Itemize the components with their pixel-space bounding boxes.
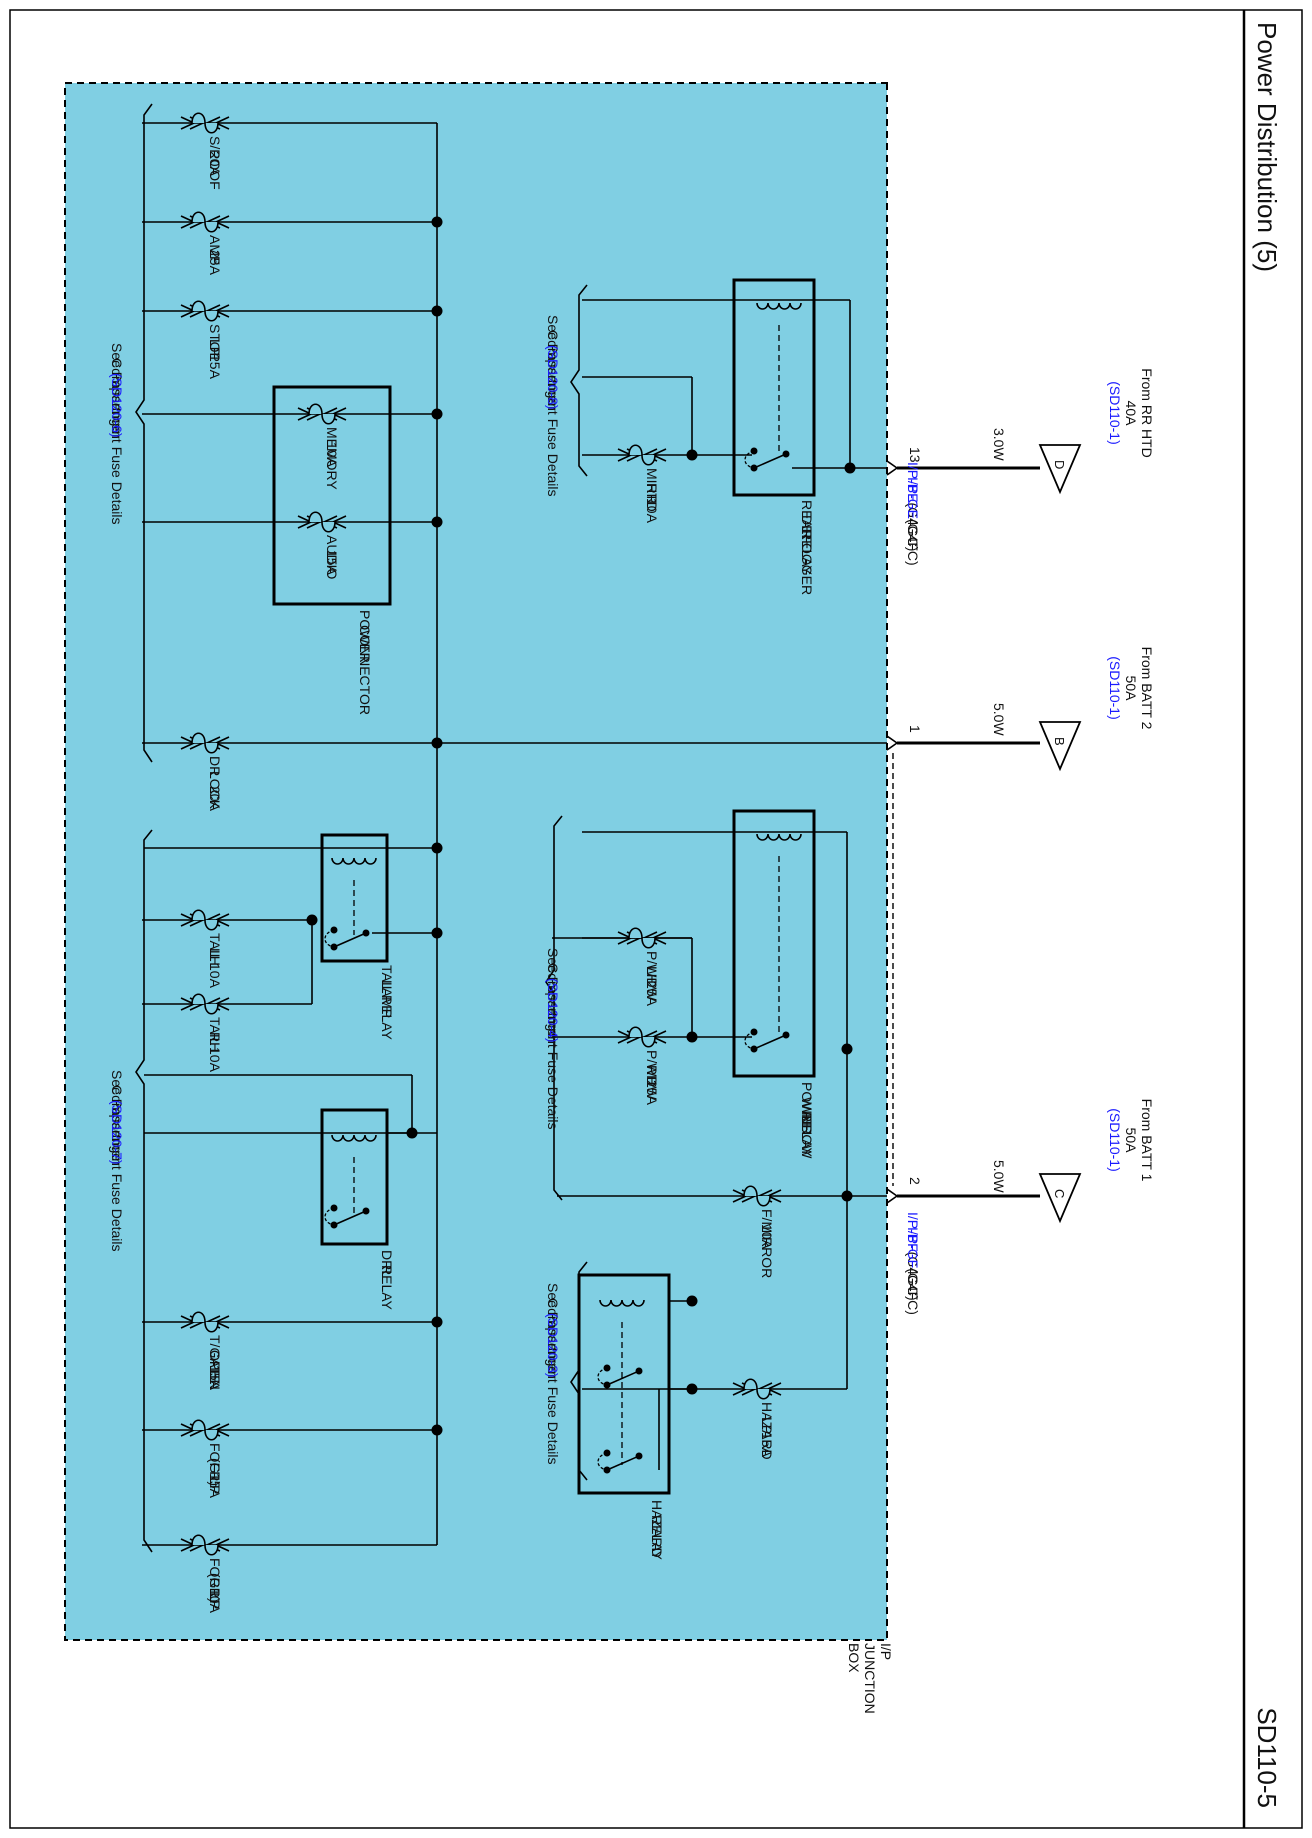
connector-ip-ge: I/P-GE(G4FC) [905,477,921,566]
fuse-tgate-open: T/GATEOPEN15A [142,1311,437,1391]
bracket-sd120-3: See PassengerCompartment Fuse Details(SD… [545,1261,588,1481]
svg-text:D: D [1052,460,1067,469]
svg-text:5.0W: 5.0W [991,703,1007,736]
svg-text:STOPLP15A: STOPLP15A [207,324,223,380]
source-b-batt2: B From BATT 2 50A (SD110-1) 5.0W 1 [897,647,1155,772]
bracket-sd120-4: See PassengerCompartment Fuse Details(SD… [545,815,563,1201]
svg-text:From BATT 1: From BATT 1 [1139,1099,1155,1182]
tail-lamp-relay: TAILLAMPRELAY [144,833,437,1041]
svg-text:HAZARDLP15A: HAZARDLP15A [759,1402,775,1460]
svg-text:See PassengerCompartment Fuse: See PassengerCompartment Fuse Details(SD… [545,1283,561,1465]
connector-ip-be: I/P-BE(G4GC) [905,462,921,551]
svg-text:13: 13 [907,447,923,463]
svg-text:(SD110-1): (SD110-1) [1107,381,1123,445]
fuse-memory: MEMORY10A [142,403,437,490]
fuse-dr-lock: DRLOCK20A [142,732,437,812]
svg-text:TAILLAMPRELAY: TAILLAMPRELAY [379,965,395,1041]
page-code: SD110-5 [1252,1707,1282,1808]
svg-text:From RR HTD: From RR HTD [1139,368,1155,457]
svg-text:P/WDWLH25A: P/WDWLH25A [644,951,660,1007]
fuse-stop-lp: STOPLP15A [142,300,437,380]
svg-text:40A: 40A [1123,401,1139,427]
bracket-sd120-7: See PassengerCompartment Fuse Details(SD… [109,829,153,1553]
svg-text:TAILRH10A: TAILRH10A [207,1017,223,1073]
svg-text:C: C [1052,1189,1067,1198]
bracket-sd120-6: See PassengerCompartment Fuse Details(SD… [109,103,153,763]
svg-text:TAILLH10A: TAILLH10A [207,933,223,989]
ip-junction-box [64,82,888,1641]
svg-text:See PassengerCompartment Fuse: See PassengerCompartment Fuse Details(SD… [545,315,561,497]
svg-text:MEMORY10A: MEMORY10A [324,427,340,490]
svg-text:50A: 50A [1123,676,1139,702]
fuse-tail-rh: TAILRH10A [142,993,312,1073]
svg-text:AUDIO15A: AUDIO15A [324,535,340,579]
sheet-border [9,9,1303,1829]
power-connector: POWERCONNECTOR [272,385,392,715]
fuse-fog-lp-fr: FOG LP(FR)15A [142,1419,437,1499]
page-title: Power Distribution (5) [1252,22,1282,272]
svg-text:(SD110-1): (SD110-1) [1107,1108,1123,1172]
svg-text:See PassengerCompartment Fuse: See PassengerCompartment Fuse Details(SD… [545,948,561,1130]
svg-text:POWERCONNECTOR: POWERCONNECTOR [357,610,373,715]
svg-text:HAZARDRELAY: HAZARDRELAY [649,1500,665,1561]
svg-text:S/ROOF20A: S/ROOF20A [207,136,223,190]
fuse-audio: AUDIO15A [142,511,437,579]
fuse-tail-lh: TAILLH10A [142,909,312,989]
svg-text:See PassengerCompartment Fuse: See PassengerCompartment Fuse Details(SD… [109,343,125,525]
svg-text:AMP25A: AMP25A [207,235,223,276]
svg-text:F/MIRROR10A: F/MIRROR10A [759,1209,775,1278]
svg-text:POWERWINDOWRELAY: POWERWINDOWRELAY [799,1082,815,1159]
svg-text:P/WDWRH25A: P/WDWRH25A [644,1050,660,1106]
fuse-mirr-htd: MIRRHTD10A [582,444,752,524]
connector-ip-gf: I/P-GF(G4FC) [905,1227,921,1315]
svg-text:(SD110-1): (SD110-1) [1107,656,1123,720]
svg-text:B: B [1052,737,1067,746]
fuse-pwdw-lh: P/WDWLH25A [552,927,692,1007]
fuse-pwdw-rh: P/WDWRH25A [552,1026,752,1106]
rear-defogger-relay: REARDEFOGGERRELAY [582,278,887,595]
connector-ip-bf: I/P-BF(G4GC) [905,1212,921,1301]
svg-text:REARDEFOGGERRELAY: REARDEFOGGERRELAY [799,500,815,595]
fuse-f-mirror: F/MIRROR10A [557,1185,887,1278]
junction-box-label: I/P JUNCTION BOX [846,1643,894,1718]
svg-text:50A: 50A [1123,1128,1139,1154]
fuse-hazard-lp: HAZARDLP15A [669,1196,848,1460]
drl-relay: DRLRELAY [144,1074,437,1311]
bracket-sd120-8: See PassengerCompartment Fuse Details(SD… [545,284,588,497]
svg-text:DRLRELAY: DRLRELAY [379,1250,395,1311]
svg-text:5.0W: 5.0W [991,1160,1007,1193]
fuse-amp: AMP25A [142,211,437,276]
svg-text:2: 2 [907,1177,923,1185]
fuse-fog-lp-rr: FOG LP(RR)10A [142,1534,437,1614]
svg-text:FOG LP(FR)15A: FOG LP(FR)15A [207,1443,223,1499]
fuse-sroof: S/ROOF20A [142,112,437,190]
svg-text:T/GATEOPEN15A: T/GATEOPEN15A [207,1335,223,1391]
svg-text:See PassengerCompartment Fuse: See PassengerCompartment Fuse Details(SD… [109,1070,125,1252]
svg-text:FOG LP(RR)10A: FOG LP(RR)10A [207,1558,223,1614]
svg-text:1: 1 [907,725,923,733]
source-c-batt1: C From BATT 1 50A (SD110-1) 5.0W 2 I/P-B… [897,1099,1155,1315]
svg-text:3.0W: 3.0W [991,428,1007,461]
source-d-rr-htd: D From RR HTD 40A (SD110-1) 3.0W 13 I/P-… [897,368,1155,566]
svg-text:From BATT 2: From BATT 2 [1139,647,1155,730]
svg-text:MIRRHTD10A: MIRRHTD10A [644,468,660,524]
svg-text:DRLOCK20A: DRLOCK20A [207,756,223,812]
